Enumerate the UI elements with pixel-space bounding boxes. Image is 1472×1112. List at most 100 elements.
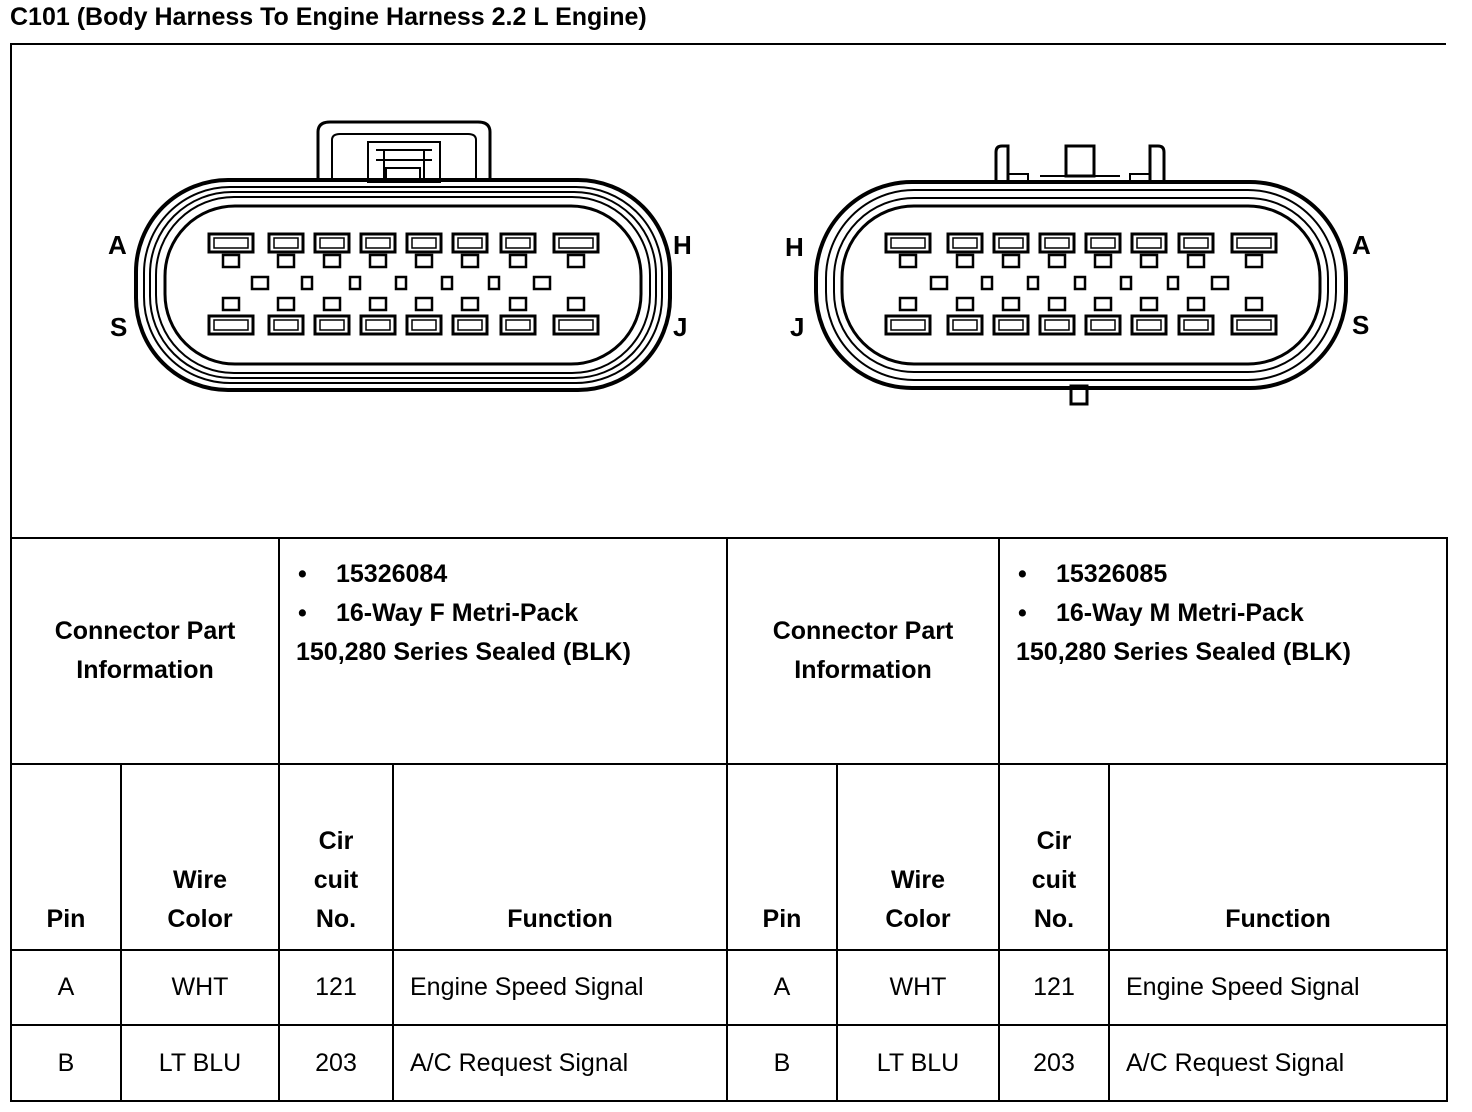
- cavity-inner: [213, 237, 249, 249]
- cavity: [499, 314, 537, 336]
- terminal-lock: [221, 296, 241, 312]
- connector-info-label: Connector Part Information: [726, 537, 1000, 765]
- function-cell: Engine Speed Signal: [1108, 949, 1448, 1026]
- center-key: [1026, 275, 1040, 291]
- cavity: [451, 232, 489, 254]
- cavity: [1130, 314, 1168, 336]
- cavity-inner: [505, 319, 531, 331]
- terminal-lock: [566, 296, 586, 312]
- cavity-inner: [998, 237, 1024, 249]
- cavity-inner: [319, 237, 345, 249]
- cavity: [267, 314, 305, 336]
- table-row: B LT BLU 203 A/C Request Signal B LT BLU…: [10, 1024, 1448, 1102]
- connector-info-row: Connector Part Information •15326084 •16…: [10, 537, 1448, 765]
- part-description: 16-Way M Metri-Pack: [1056, 599, 1304, 627]
- wire-color-cell: WHT: [120, 949, 280, 1026]
- wire-color-cell: LT BLU: [120, 1024, 280, 1102]
- cavity-inner: [998, 319, 1024, 331]
- terminal-lock: [1093, 296, 1113, 312]
- cavity: [359, 314, 397, 336]
- table-row: A WHT 121 Engine Speed Signal A WHT 121 …: [10, 949, 1448, 1026]
- cavity: [1038, 232, 1076, 254]
- center-key: [394, 275, 408, 291]
- cavity-inner: [558, 237, 594, 249]
- connector-diagram: A H S J H A J S: [108, 120, 1371, 406]
- cavity: [946, 232, 984, 254]
- terminal-lock: [414, 296, 434, 312]
- cavity: [267, 232, 305, 254]
- cavity-inner: [1090, 237, 1116, 249]
- cavity: [1177, 232, 1215, 254]
- cavity-inner: [213, 319, 249, 331]
- function-header: Function: [392, 763, 728, 951]
- cavity-inner: [1044, 319, 1070, 331]
- function-cell: A/C Request Signal: [1108, 1024, 1448, 1102]
- terminal-lock: [898, 296, 918, 312]
- cavity: [359, 232, 397, 254]
- cavity: [552, 232, 600, 254]
- cavity-inner: [1236, 237, 1272, 249]
- cavity: [1230, 232, 1278, 254]
- cavity-inner: [1136, 319, 1162, 331]
- center-key: [980, 275, 994, 291]
- cavity-inner: [365, 237, 391, 249]
- cavity: [207, 232, 255, 254]
- pin-label-h: H: [673, 230, 692, 260]
- center-key: [1073, 275, 1087, 291]
- cavity: [499, 232, 537, 254]
- part-number: 15326084: [336, 560, 448, 588]
- pin-header: Pin: [10, 763, 122, 951]
- pin-label-s-male: S: [1352, 310, 1369, 340]
- cavity: [884, 232, 932, 254]
- terminal-lock: [566, 253, 586, 269]
- circuit-header: Cir cuit No.: [998, 763, 1110, 951]
- cavity-inner: [890, 237, 926, 249]
- terminal-lock: [1001, 253, 1021, 269]
- pin-label-j-male: J: [790, 312, 804, 342]
- terminal-lock: [276, 296, 296, 312]
- terminal-lock: [460, 253, 480, 269]
- cavity-inner: [1044, 237, 1070, 249]
- pin-header: Pin: [726, 763, 838, 951]
- terminal-lock: [1139, 296, 1159, 312]
- circuit-cell: 121: [278, 949, 394, 1026]
- circuit-cell: 121: [998, 949, 1110, 1026]
- terminal-lock: [1244, 253, 1264, 269]
- cavity-inner: [558, 319, 594, 331]
- cavity-inner: [1136, 237, 1162, 249]
- cavity: [1038, 314, 1076, 336]
- terminal-lock: [368, 253, 388, 269]
- terminal-lock: [1047, 296, 1067, 312]
- connector-part-details: •15326085 •16-Way M Metri-Pack 150,280 S…: [998, 537, 1448, 765]
- cavity: [1084, 232, 1122, 254]
- cavity: [207, 314, 255, 336]
- pin-label-h-male: H: [785, 232, 804, 262]
- center-key: [300, 275, 314, 291]
- terminal-lock: [955, 296, 975, 312]
- cavity: [992, 232, 1030, 254]
- terminal-lock: [508, 253, 528, 269]
- cavity: [405, 232, 443, 254]
- terminal-lock: [460, 296, 480, 312]
- center-key: [929, 275, 949, 291]
- function-cell: A/C Request Signal: [392, 1024, 728, 1102]
- cavity: [405, 314, 443, 336]
- part-series: 150,280 Series Sealed (BLK): [1016, 638, 1351, 666]
- connector-info-label: Connector Part Information: [10, 537, 280, 765]
- wire-color-header: Wire Color: [836, 763, 1000, 951]
- pin-cell: B: [10, 1024, 122, 1102]
- terminal-lock: [898, 253, 918, 269]
- terminal-lock: [1186, 296, 1206, 312]
- cavity-inner: [1183, 237, 1209, 249]
- terminal-lock: [414, 253, 434, 269]
- pin-label-s: S: [110, 312, 127, 342]
- terminal-lock: [1047, 253, 1067, 269]
- center-key: [1166, 275, 1180, 291]
- center-key: [348, 275, 362, 291]
- page-title: C101 (Body Harness To Engine Harness 2.2…: [10, 3, 647, 31]
- cavity-inner: [457, 237, 483, 249]
- column-header-row: Pin Wire Color Cir cuit No. Function Pin…: [10, 763, 1448, 951]
- center-key: [532, 275, 552, 291]
- terminal-lock: [955, 253, 975, 269]
- terminal-lock: [276, 253, 296, 269]
